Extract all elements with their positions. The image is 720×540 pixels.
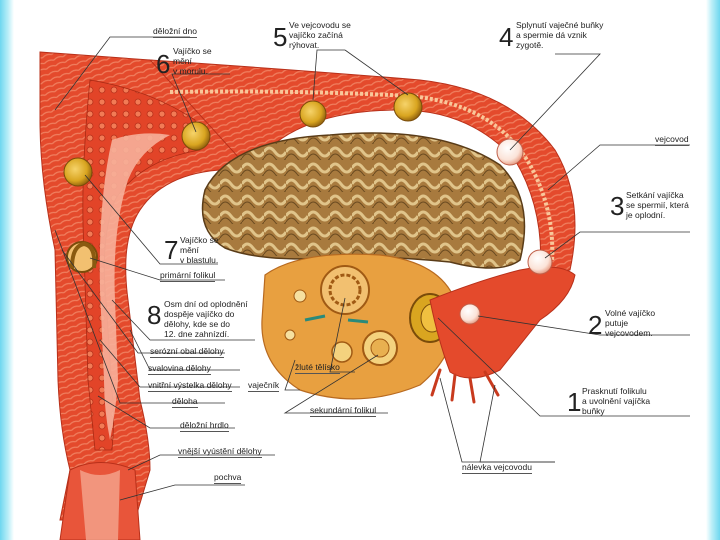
label-svalovina: svalovina dělohy <box>148 363 211 375</box>
label-zlute-telisko: žluté tělísko <box>295 362 340 374</box>
right-edge-decoration <box>706 0 720 540</box>
label-nalevka: nálevka vejcovodu <box>462 462 532 474</box>
label-vajecnik: vaječník <box>248 380 280 392</box>
label-deloha: děloha <box>172 396 198 408</box>
label-pochva: pochva <box>214 472 242 484</box>
label-vnitrni-vystelka: vnitřní výstelka dělohy <box>148 380 232 392</box>
uterine-cavity <box>99 133 170 441</box>
label-serozni-obal: serózní obal dělohy <box>150 346 224 358</box>
intestine <box>201 132 526 269</box>
label-sekundarni-folikul: sekundární folikul <box>310 405 377 417</box>
label-vejcovod: vejcovod <box>655 134 689 146</box>
left-edge-decoration <box>0 0 14 540</box>
infundibulum <box>429 266 576 379</box>
label-vnejsi-vyusteni: vnější vyústění dělohy <box>178 446 262 458</box>
label-delozni-hrdlo: děložní hrdlo <box>180 420 229 432</box>
label-primarni-folikul: primární folikul <box>160 270 216 282</box>
label-delozni-dno: děložní dno <box>153 26 197 38</box>
